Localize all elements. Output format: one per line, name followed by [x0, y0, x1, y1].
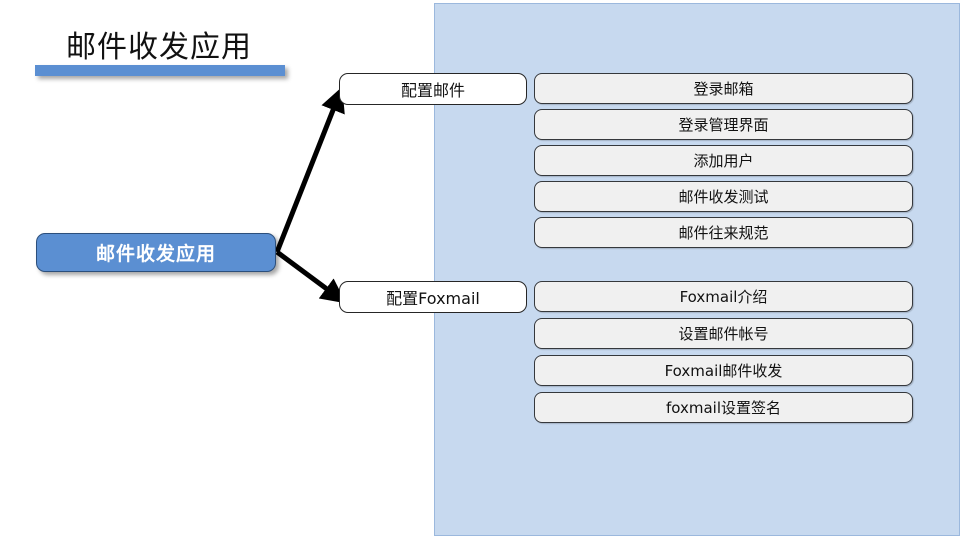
leaf-box[interactable]: 登录邮箱 [534, 73, 913, 104]
branch-node-config-mail[interactable]: 配置邮件 [339, 73, 527, 105]
leaf-box[interactable]: 添加用户 [534, 145, 913, 176]
leaf-label: Foxmail邮件收发 [664, 362, 783, 380]
leaf-label: 登录管理界面 [678, 116, 769, 134]
leaf-label: 邮件往来规范 [678, 224, 769, 242]
leaf-label: 登录邮箱 [693, 80, 754, 98]
title-underline-bar [35, 65, 285, 76]
leaf-label: 邮件收发测试 [678, 188, 769, 206]
leaf-box[interactable]: Foxmail介绍 [534, 281, 913, 312]
leaf-label: 添加用户 [693, 152, 754, 170]
leaf-label: 设置邮件帐号 [678, 325, 769, 343]
leaf-label: Foxmail介绍 [679, 288, 768, 306]
branch-node-config-foxmail[interactable]: 配置Foxmail [339, 281, 527, 313]
leaf-box[interactable]: foxmail设置签名 [534, 392, 913, 423]
leaf-box[interactable]: Foxmail邮件收发 [534, 355, 913, 386]
branch-node-label: 配置邮件 [400, 81, 465, 100]
arrow-to-branch-0 [274, 86, 345, 253]
leaf-box[interactable]: 设置邮件帐号 [534, 318, 913, 349]
arrow-to-branch-1 [275, 249, 347, 304]
page-title: 邮件收发应用 [66, 30, 252, 65]
leaf-label: foxmail设置签名 [665, 399, 781, 417]
branch-node-label: 配置Foxmail [386, 289, 480, 308]
leaf-box[interactable]: 邮件往来规范 [534, 217, 913, 248]
root-node-label: 邮件收发应用 [95, 243, 216, 265]
root-node[interactable]: 邮件收发应用 [36, 233, 276, 272]
leaf-box[interactable]: 登录管理界面 [534, 109, 913, 140]
leaf-box[interactable]: 邮件收发测试 [534, 181, 913, 212]
